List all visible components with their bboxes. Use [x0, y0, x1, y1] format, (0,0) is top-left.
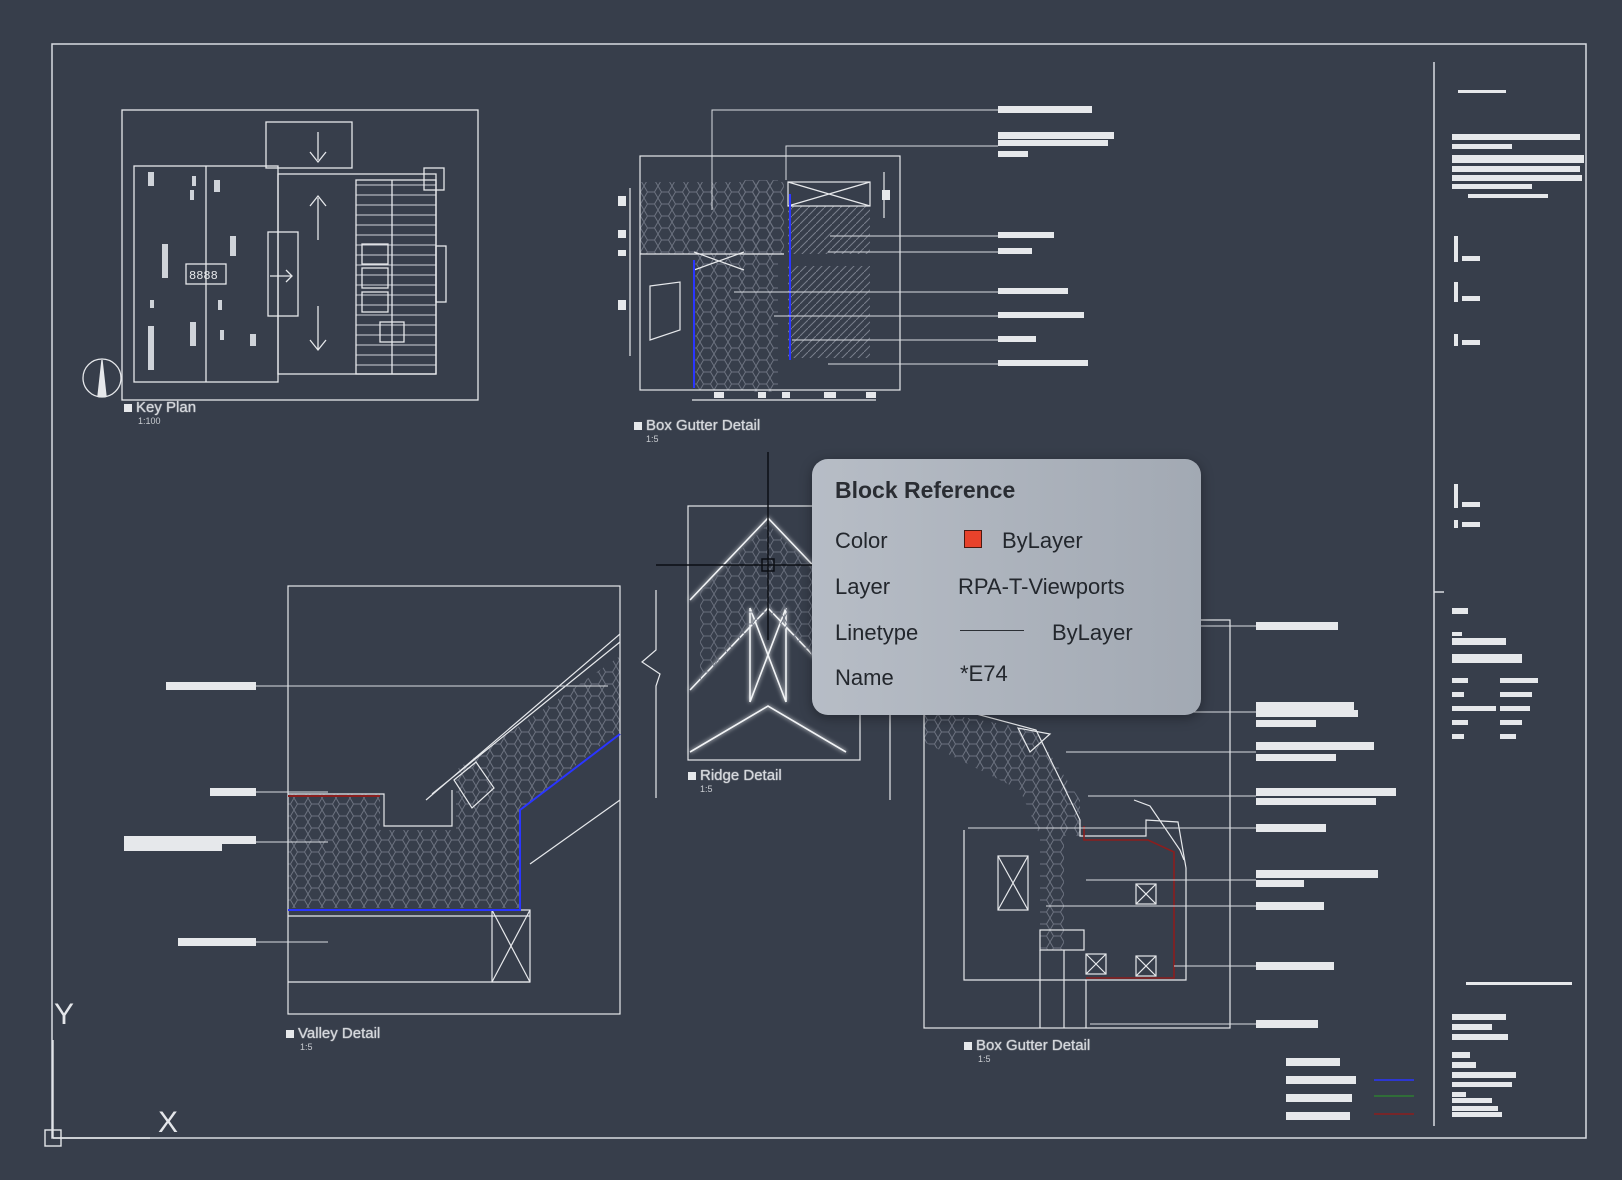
tooltip-linetype-value: ByLayer — [1052, 620, 1133, 645]
tooltip-linetype-label: Linetype — [835, 620, 919, 645]
block-reference-tooltip: Block Reference Color ByLayer Layer RPA-… — [812, 459, 1201, 715]
detail-scale-box-gutter-bottom: 1:5 — [978, 1054, 991, 1064]
keyplan-tag: 8888 — [189, 269, 218, 283]
detail-title-valley: Valley Detail — [286, 1026, 380, 1041]
tooltip-title: Block Reference — [835, 477, 1016, 503]
key-plan — [82, 109, 479, 401]
detail-scale-key-plan: 1:100 — [138, 416, 161, 426]
ucs-icon — [44, 1040, 150, 1147]
line-legend — [1286, 1058, 1414, 1120]
detail-title-box-gutter-top: Box Gutter Detail — [634, 418, 760, 433]
ucs-y-label: Y — [54, 998, 75, 1031]
detail-title-box-gutter-bottom: Box Gutter Detail — [964, 1038, 1090, 1053]
sheet-border — [51, 43, 1587, 1139]
crosshair-cursor — [656, 452, 812, 640]
tooltip-name-value: *E74 — [960, 661, 1008, 686]
tooltip-color-value: ByLayer — [1002, 528, 1083, 553]
tooltip-color-label: Color — [835, 528, 888, 553]
detail-scale-valley: 1:5 — [300, 1042, 313, 1052]
ucs-x-label: X — [158, 1106, 179, 1139]
title-block — [1452, 90, 1584, 1117]
linetype-sample-icon — [960, 630, 1024, 631]
tooltip-name-label: Name — [835, 665, 894, 690]
box-gutter-detail-bottom — [923, 619, 1396, 1029]
detail-scale-box-gutter-top: 1:5 — [646, 434, 659, 444]
tooltip-layer-value: RPA-T-Viewports — [958, 574, 1125, 599]
box-gutter-detail-top — [618, 106, 1114, 401]
detail-scale-ridge: 1:5 — [700, 784, 713, 794]
key-plan-text — [148, 172, 256, 370]
detail-title-ridge: Ridge Detail — [688, 768, 782, 783]
valley-detail — [124, 585, 661, 1015]
tooltip-layer-label: Layer — [835, 574, 891, 599]
color-swatch-icon — [964, 530, 982, 548]
detail-title-key-plan: Key Plan — [124, 400, 196, 415]
